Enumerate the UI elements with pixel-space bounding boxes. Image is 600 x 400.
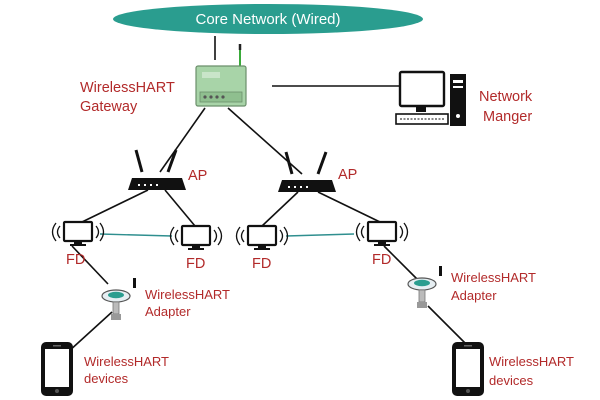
wireless-signal-icon: [169, 226, 223, 246]
monitor-icon: [366, 220, 398, 246]
adapter-right-label-1: WirelessHART: [451, 270, 536, 285]
router-icon: [278, 151, 336, 192]
devices-left-label-2: devices: [84, 371, 129, 386]
desktop-computer-icon: [395, 70, 466, 126]
adapter-left-label-1: WirelessHART: [145, 287, 230, 302]
fd4-label: FD: [372, 252, 391, 268]
router-icon: [128, 149, 186, 190]
ap-left-fd2-link: [164, 189, 196, 227]
fd2-label: FD: [186, 256, 205, 272]
connections: [67, 36, 469, 353]
gateway-label-2: Gateway: [80, 99, 138, 115]
wireless-signal-icon: [235, 226, 289, 246]
gateway-icon: [195, 44, 247, 107]
smartphone-icon: [41, 342, 73, 396]
ap-left-label: AP: [188, 168, 207, 184]
adapter-left-label-2: Adapter: [145, 304, 191, 319]
core-network-title: Core Network (Wired): [195, 11, 340, 28]
fd4-adapter-link: [383, 245, 421, 283]
wireless-signal-icon: [51, 222, 105, 242]
adapter-device-right-link: [427, 305, 469, 347]
fd3-fd4-link: [285, 233, 355, 237]
monitor-icon: [62, 220, 94, 246]
fd1-fd2-link: [99, 233, 173, 237]
gateway-label-1: WirelessHART: [80, 80, 175, 96]
ap-right-fd4-link: [317, 191, 381, 223]
adapter-icon: [407, 266, 442, 308]
adapter-device-left-link: [67, 311, 113, 353]
devices-right-label-2: devices: [489, 373, 534, 388]
core-network: Core Network (Wired): [113, 4, 423, 34]
smartphone-icon: [452, 342, 484, 396]
manager-label-1: Network: [479, 89, 533, 105]
core-network-ellipse: [113, 4, 423, 34]
ap-right-fd3-link: [261, 191, 299, 227]
ap-right-label: AP: [338, 167, 357, 183]
fd1-label: FD: [66, 252, 85, 268]
gateway-ap-left-link: [159, 107, 206, 173]
ap-left-fd1-link: [81, 189, 149, 223]
devices-left-label-1: WirelessHART: [84, 354, 169, 369]
wireless-signal-icon: [355, 222, 409, 242]
fd3-label: FD: [252, 256, 271, 272]
fd1-adapter-link: [71, 245, 109, 285]
gateway-ap-right-link: [227, 107, 303, 175]
devices-right-label-1: WirelessHART: [489, 354, 574, 369]
adapter-icon: [101, 278, 136, 320]
monitor-icon: [180, 224, 212, 250]
monitor-icon: [246, 224, 278, 250]
manager-label-2: Manger: [483, 109, 532, 125]
adapter-right-label-2: Adapter: [451, 288, 497, 303]
